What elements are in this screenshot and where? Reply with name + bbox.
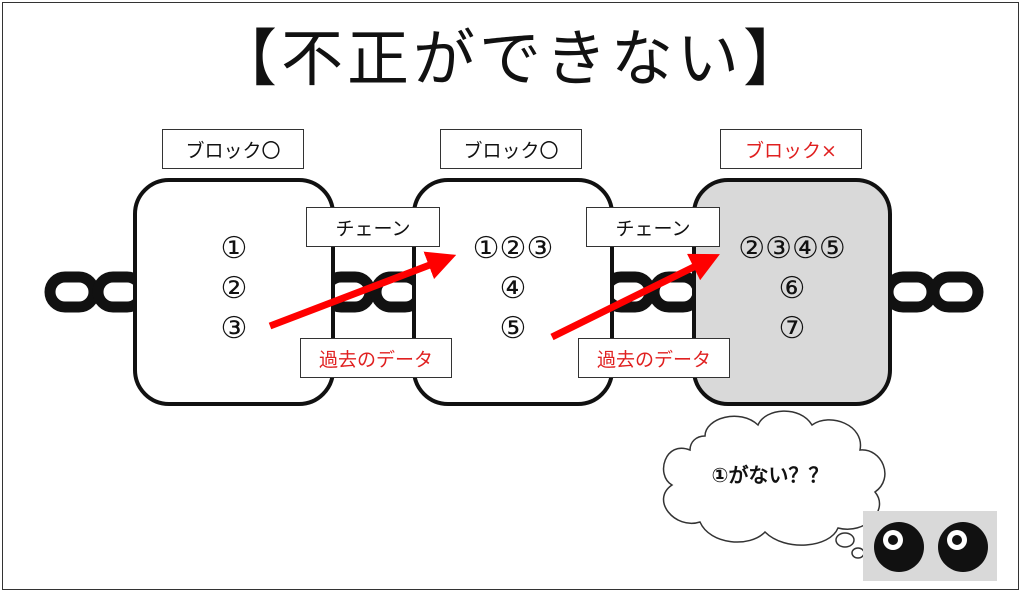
- block-2-contents: ①②③ ④ ⑤: [438, 229, 588, 349]
- chain-label-2: チェーン: [586, 207, 720, 247]
- block-2-line: ①②③: [472, 231, 554, 266]
- slide-title: 【不正ができない】: [214, 22, 809, 95]
- block-3-contents: ②③④⑤ ⑥ ⑦: [712, 229, 872, 349]
- block-2-line: ⑤: [499, 311, 527, 346]
- block-3-line: ⑦: [778, 311, 806, 346]
- block-2-line: ④: [499, 271, 527, 306]
- block-1-contents: ① ② ③: [184, 229, 284, 349]
- block-1-line: ②: [220, 271, 248, 306]
- block-3-label: ブロック×: [720, 129, 862, 169]
- chain-label-1: チェーン: [306, 207, 440, 247]
- past-data-label-2: 過去のデータ: [578, 338, 730, 378]
- block-2-label: ブロック〇: [440, 129, 582, 169]
- eyes-icon: [863, 511, 997, 581]
- slide-frame: [2, 2, 1019, 590]
- block-1-line: ③: [220, 311, 248, 346]
- block-1-label: ブロック〇: [162, 129, 304, 169]
- chain-link-icon: [882, 271, 938, 313]
- block-3-line: ②③④⑤: [738, 231, 846, 266]
- past-data-label-1: 過去のデータ: [300, 338, 452, 378]
- chain-link-icon: [928, 271, 984, 313]
- chain-link-icon: [44, 271, 100, 313]
- thought-bubble-text: ①がない？？: [711, 463, 829, 487]
- block-3-line: ⑥: [778, 271, 806, 306]
- block-1-line: ①: [220, 231, 248, 266]
